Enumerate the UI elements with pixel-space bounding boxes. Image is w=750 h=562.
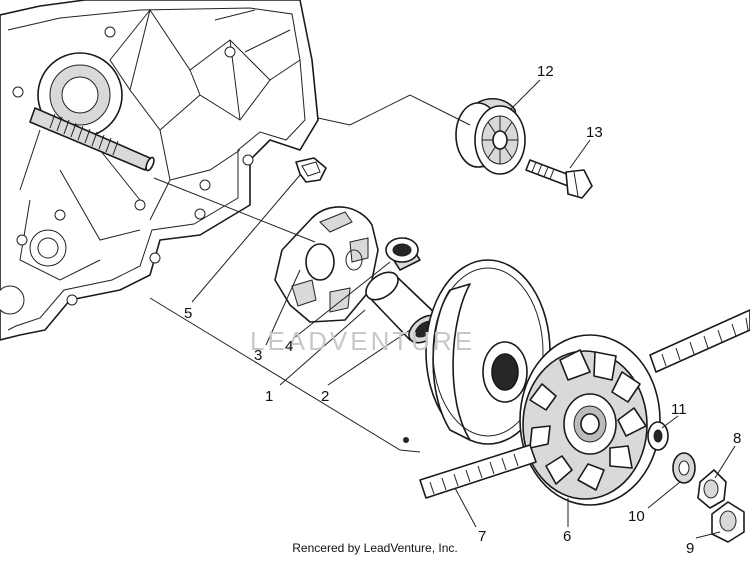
- part-12-idler-pulley: [455, 97, 526, 175]
- part-6-movable-sheave: [519, 334, 661, 506]
- callout-label-1: 1: [265, 388, 273, 405]
- callout-label-7: 7: [478, 528, 486, 545]
- part-1-drive-face: [425, 259, 551, 445]
- part-11-washer: [647, 421, 669, 451]
- part-9-nut: [711, 501, 745, 543]
- callout-label-12: 12: [537, 63, 554, 80]
- engine-case: [0, 0, 319, 341]
- part-4-bushing: [385, 237, 421, 271]
- part-10-washer: [672, 452, 696, 484]
- callout-label-5: 5: [184, 305, 192, 322]
- part-13-bolt: [525, 159, 593, 199]
- callout-label-3: 3: [254, 347, 262, 364]
- footer-credit: Rencered by LeadVenture, Inc.: [292, 541, 458, 555]
- part-7-drive-belt: [419, 309, 750, 499]
- callout-label-2: 2: [321, 388, 329, 405]
- part-8-nut: [697, 469, 727, 509]
- callout-label-9: 9: [686, 540, 694, 557]
- part-3-ramp-plate: [274, 206, 379, 323]
- callout-label-8: 8: [733, 430, 741, 447]
- callout-label-10: 10: [628, 508, 645, 525]
- callout-label-11: 11: [671, 401, 687, 418]
- callout-label-4: 4: [285, 338, 293, 355]
- watermark: LEADVENTURE: [250, 326, 475, 356]
- part-5-clip: [295, 157, 327, 183]
- leader-lines: [149, 79, 736, 539]
- callout-label-13: 13: [586, 124, 603, 141]
- callout-label-6: 6: [563, 528, 571, 545]
